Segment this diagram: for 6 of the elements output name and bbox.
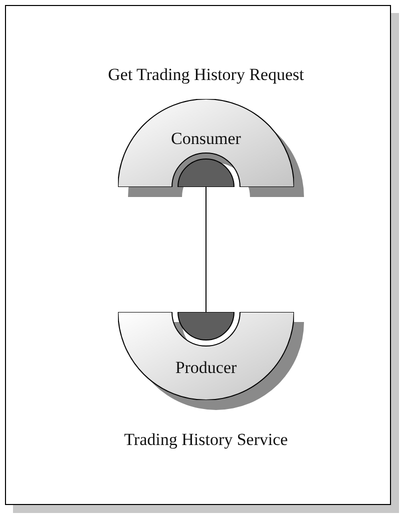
node-label: Producer <box>174 358 238 378</box>
half-ring-shape <box>118 312 294 400</box>
node-label: Get Trading History Request <box>107 65 305 85</box>
node-label: Consumer <box>170 129 242 149</box>
node-label: Trading History Service <box>123 430 289 450</box>
half-ring-shape <box>118 99 294 187</box>
